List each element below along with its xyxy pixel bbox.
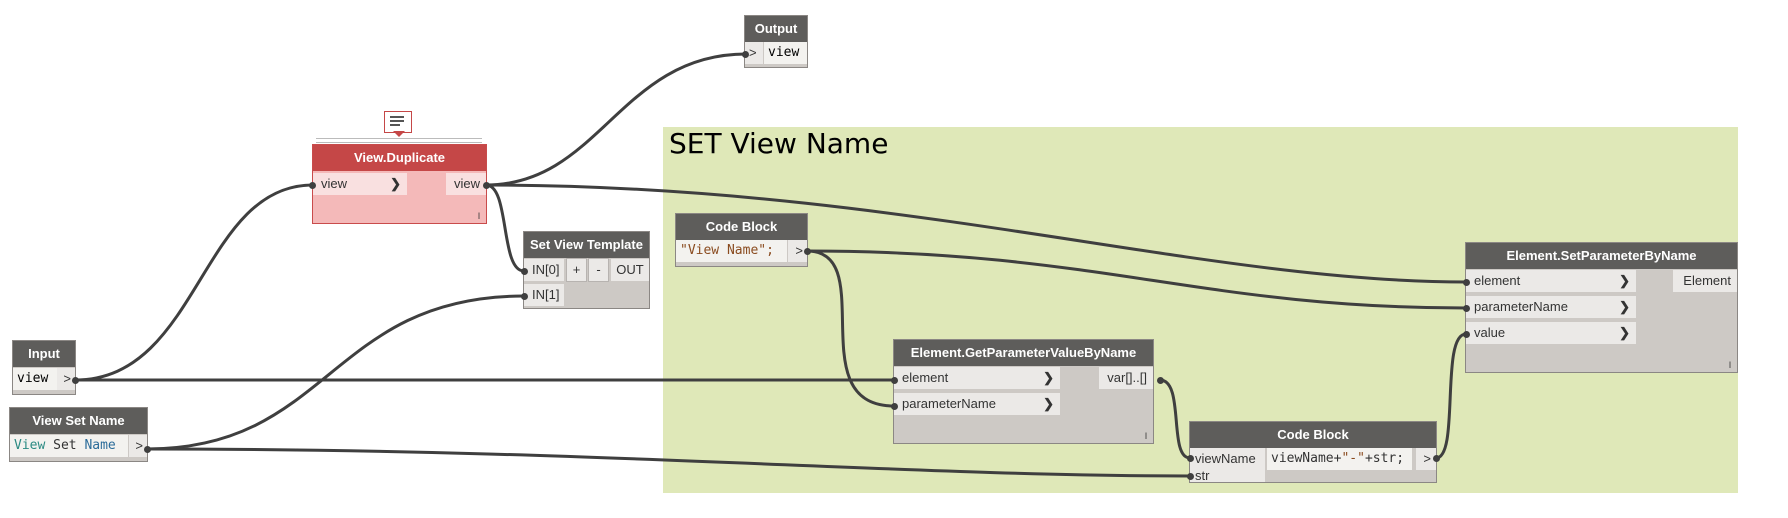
node-title: Input <box>13 341 75 367</box>
wire-input-to-duplicate <box>74 183 314 382</box>
comment-icon-tail <box>393 131 405 137</box>
port-label: value <box>1474 325 1506 340</box>
code-block-text[interactable]: "View Name"; <box>676 240 787 262</box>
code-block-2-out-arrow[interactable]: > <box>1416 448 1436 470</box>
get-param-out[interactable]: var[]..[] <box>1099 367 1153 389</box>
chevron-right-icon: ❯ <box>1043 370 1054 385</box>
view-set-name-out-arrow[interactable]: > <box>129 435 147 457</box>
port-connector <box>521 293 528 300</box>
node-title: View.Duplicate <box>313 145 486 171</box>
code-part: "-" <box>1341 451 1365 466</box>
chevron-right-icon: ❯ <box>1619 299 1630 314</box>
port-label: element <box>902 370 949 385</box>
remove-input-button[interactable]: - <box>589 259 608 281</box>
set-param-in-value[interactable]: value ❯ <box>1466 322 1636 344</box>
port-connector <box>742 51 749 58</box>
port-label: parameterName <box>1474 299 1568 314</box>
port-connector <box>891 377 898 384</box>
node-code-block-2[interactable]: Code Block viewName str viewName+"-"+str… <box>1190 422 1436 482</box>
node-get-parameter-value-by-name[interactable]: Element.GetParameterValueByName element ❯… <box>894 340 1153 443</box>
chevron-right-icon: ❯ <box>1619 273 1630 288</box>
code-block-2-in-viewname[interactable]: viewName <box>1190 448 1265 470</box>
get-param-in-parametername[interactable]: parameterName ❯ <box>894 393 1060 415</box>
view-duplicate-out-view[interactable]: view <box>446 173 486 195</box>
string-part: Name <box>84 438 116 453</box>
string-part: Set <box>53 438 77 453</box>
port-connector <box>891 403 898 410</box>
port-connector <box>1157 377 1164 384</box>
node-code-block-1[interactable]: Code Block "View Name"; > <box>676 214 807 266</box>
port-connector <box>1463 305 1470 312</box>
port-connector <box>804 248 811 255</box>
set-param-in-parametername[interactable]: parameterName ❯ <box>1466 296 1636 318</box>
output-in-arrow[interactable]: > <box>745 42 763 64</box>
lacing-indicator: l <box>1729 360 1731 370</box>
input-value[interactable]: view <box>13 368 57 390</box>
node-set-parameter-by-name[interactable]: Element.SetParameterByName element ❯ para… <box>1466 243 1737 372</box>
code-block-2-in-str[interactable]: str <box>1190 469 1265 482</box>
node-title: Set View Template <box>524 232 649 258</box>
port-connector <box>483 182 490 189</box>
node-input[interactable]: Input view > <box>13 341 75 394</box>
port-connector <box>1463 279 1470 286</box>
node-view-duplicate[interactable]: View.Duplicate view ❯ view l <box>313 145 486 223</box>
chevron-right-icon: ❯ <box>1043 396 1054 411</box>
group-title: SET View Name <box>669 127 889 160</box>
node-title: Element.GetParameterValueByName <box>894 340 1153 366</box>
output-value: view <box>764 42 807 64</box>
template-in1[interactable]: IN[1] <box>524 284 564 306</box>
get-param-in-element[interactable]: element ❯ <box>894 367 1060 389</box>
port-connector <box>309 182 316 189</box>
add-input-button[interactable]: + <box>567 259 586 281</box>
template-out[interactable]: OUT <box>611 259 649 281</box>
comment-icon[interactable] <box>384 111 412 133</box>
set-param-in-element[interactable]: element ❯ <box>1466 270 1636 292</box>
wire-viewsetname-to-template <box>146 294 525 451</box>
port-connector <box>1433 455 1440 462</box>
chevron-right-icon: ❯ <box>1619 325 1630 340</box>
node-set-view-template[interactable]: Set View Template IN[0] IN[1] + - OUT <box>524 232 649 308</box>
string-part: View <box>14 438 46 453</box>
code-part: viewName+ <box>1271 451 1342 466</box>
wire-duplicate-to-template <box>485 183 525 273</box>
template-in0[interactable]: IN[0] <box>524 259 564 281</box>
port-connector <box>521 268 528 275</box>
set-param-out[interactable]: Element <box>1673 270 1737 292</box>
port-label: parameterName <box>902 396 996 411</box>
chevron-right-icon: ❯ <box>390 176 401 191</box>
code-block-2-text[interactable]: viewName+"-"+str; <box>1267 448 1412 470</box>
node-title: Code Block <box>676 214 807 240</box>
port-connector <box>144 446 151 453</box>
view-set-name-value[interactable]: View Set Name <box>10 435 128 457</box>
node-title: Code Block <box>1190 422 1436 448</box>
port-label: view <box>321 176 348 191</box>
node-output[interactable]: Output > view <box>745 16 807 67</box>
lacing-indicator: l <box>1145 431 1147 441</box>
node-title: View Set Name <box>10 408 147 434</box>
port-connector <box>1463 331 1470 338</box>
node-stack-indicator <box>316 138 482 143</box>
port-connector <box>1187 473 1194 480</box>
node-view-set-name[interactable]: View Set Name View Set Name > <box>10 408 147 461</box>
port-label: element <box>1474 273 1521 288</box>
node-title: Output <box>745 16 807 42</box>
view-duplicate-in-view[interactable]: view ❯ <box>313 173 407 195</box>
port-connector <box>72 377 79 384</box>
code-part: +str; <box>1364 451 1405 466</box>
node-title: Element.SetParameterByName <box>1466 243 1737 269</box>
port-connector <box>1187 455 1194 462</box>
input-out-arrow[interactable]: > <box>57 368 75 390</box>
lacing-indicator: l <box>478 211 480 221</box>
